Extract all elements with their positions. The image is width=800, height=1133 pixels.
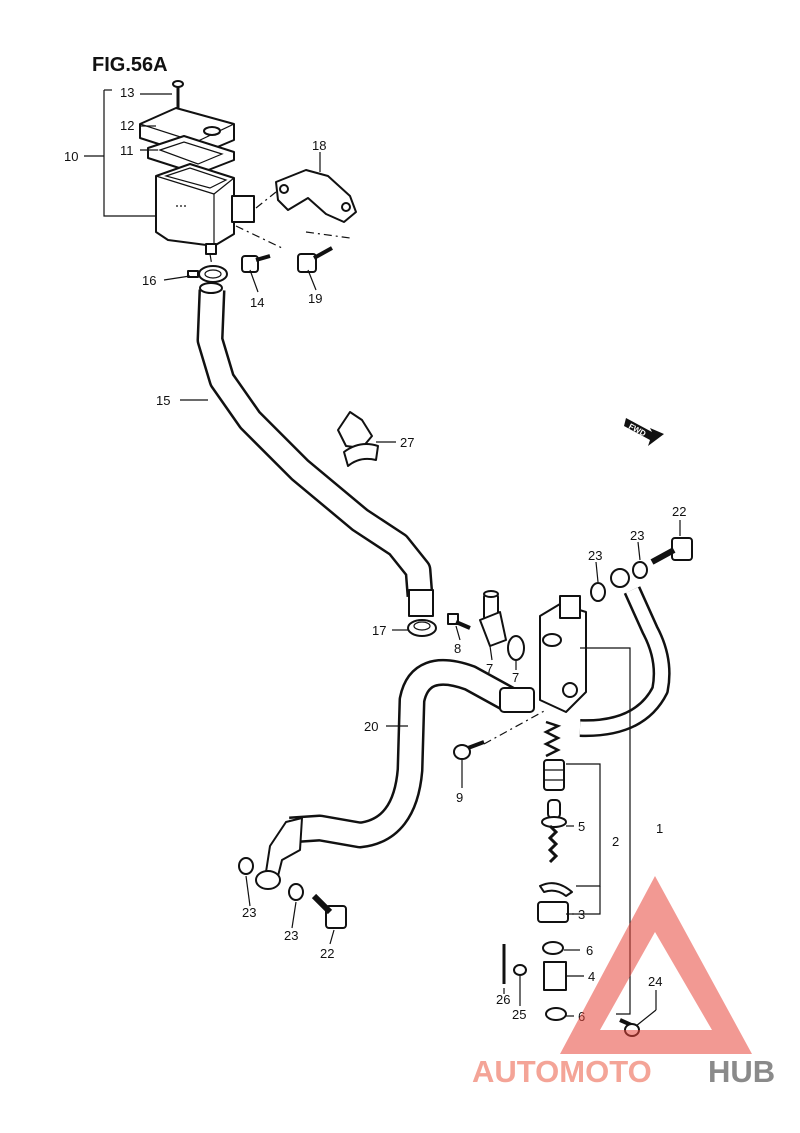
callout-6-upper: 6 (586, 943, 593, 958)
master-cylinder (499, 595, 587, 713)
callout-4: 4 (588, 969, 595, 984)
figure-title: FIG.56A (92, 54, 168, 76)
callout-22-lower: 22 (320, 946, 334, 961)
washer-23-b (632, 561, 648, 579)
bolt-15 (241, 254, 271, 273)
callout-19: 18 (312, 138, 326, 153)
washer-23-a (590, 582, 606, 602)
callout-9: 8 (454, 641, 461, 656)
brake-hose-upper (579, 568, 671, 738)
callout-8: 7 (512, 670, 519, 685)
hose-clamp-18 (407, 619, 437, 637)
watermark-text-auto: AUTOMOTO (472, 1054, 652, 1089)
bracket (275, 169, 357, 223)
callout-25: 25 (512, 1007, 526, 1022)
reservoir-hose (196, 282, 434, 617)
callout-14: 13 (120, 85, 134, 100)
callout-26: 26 (496, 992, 510, 1007)
piston-assembly (502, 720, 640, 1037)
connector-7 (479, 590, 507, 647)
callout-2: 2 (612, 834, 619, 849)
callout-27: 27 (400, 435, 414, 450)
bolt-22-upper (650, 537, 693, 565)
callout-22-upper: 22 (672, 504, 686, 519)
callout-15: 14 (250, 295, 264, 310)
watermark-logo: AUTOMOTO HUB (472, 876, 775, 1089)
callout-18: 17 (372, 623, 386, 638)
screw-10 (453, 740, 485, 760)
callout-13: 12 (120, 118, 134, 133)
callout-23-a: 23 (588, 548, 602, 563)
bolt-22-lower (311, 893, 347, 929)
callout-23-b: 23 (630, 528, 644, 543)
hose-clamp-17 (187, 265, 228, 283)
callout-23-c: 23 (242, 905, 256, 920)
callout-5: 5 (578, 819, 585, 834)
callout-20: 19 (308, 291, 322, 306)
callout-24: 24 (648, 974, 662, 989)
callout-17: 16 (142, 273, 156, 288)
washer-23-d (288, 883, 304, 901)
callout-21: 20 (364, 719, 378, 734)
callout-7: 7 (486, 661, 493, 676)
master-cylinder-hose (289, 658, 517, 849)
callout-10: 9 (456, 790, 463, 805)
washer-23-c (238, 857, 254, 875)
bolt-20 (297, 246, 333, 273)
banjo-fitting-lower (255, 817, 303, 890)
callout-labels: 13 12 11 10 18 16 14 19 15 27 17 8 7 7 2… (64, 85, 686, 1024)
callout-11: 10 (64, 149, 78, 164)
callout-16: 15 (156, 393, 170, 408)
callout-12: 11 (120, 143, 134, 158)
callout-3: 3 (578, 907, 585, 922)
screw-9 (447, 613, 471, 630)
reservoir-assembly (139, 80, 255, 255)
forward-arrow: FWD (624, 418, 664, 446)
callout-1: 1 (656, 821, 663, 836)
hose-clamp-27 (337, 411, 379, 467)
callout-23-d: 23 (284, 928, 298, 943)
o-ring-8 (507, 635, 525, 661)
watermark-text-hub: HUB (708, 1054, 775, 1089)
